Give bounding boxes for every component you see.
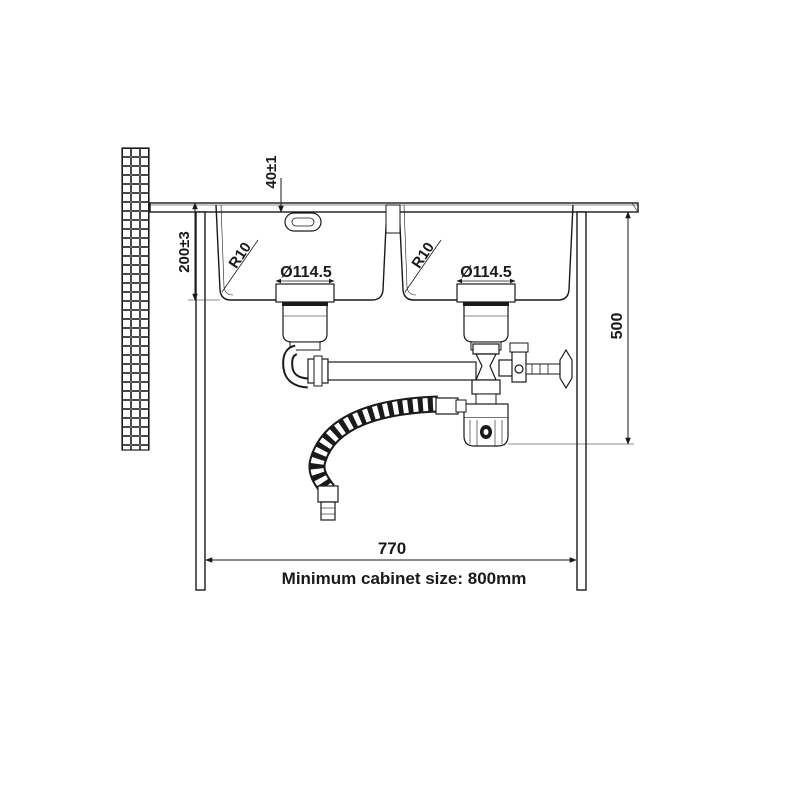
- cabinet-size-caption: Minimum cabinet size: 800mm: [282, 569, 527, 588]
- radius-right: R10: [404, 239, 442, 293]
- bottle-trap: [463, 403, 509, 447]
- overflow-branch: [498, 342, 573, 390]
- dimension-200-label: 200±3: [176, 231, 193, 273]
- dimension-200: 200±3: [176, 202, 220, 301]
- dimension-500: 500: [508, 211, 634, 445]
- bowl-divider: [385, 204, 401, 234]
- radius-right-label: R10: [409, 239, 438, 271]
- dimension-770-label: 770: [378, 539, 406, 558]
- outlet-hose: [308, 395, 467, 521]
- connecting-pipe: [282, 344, 477, 389]
- drain-diameter-right: Ø114.5: [456, 264, 516, 284]
- overflow-slot: [284, 212, 322, 232]
- drain-diameter-left: Ø114.5: [275, 264, 335, 284]
- radius-left-label: R10: [226, 239, 255, 271]
- cabinet-right-wall: [576, 211, 587, 591]
- drain-diameter-right-label: Ø114.5: [460, 264, 512, 281]
- drain-right: [456, 283, 516, 351]
- dimension-770: 770: [205, 539, 577, 563]
- dimension-40-label: 40±1: [263, 155, 280, 188]
- drain-left: [275, 283, 335, 351]
- drain-diameter-left-label: Ø114.5: [280, 264, 332, 281]
- tiled-wall: [121, 147, 150, 451]
- dimension-40: 40±1: [263, 155, 292, 213]
- cabinet-left-wall: [195, 211, 206, 591]
- dimension-500-label: 500: [609, 313, 626, 340]
- tee-junction: [471, 343, 501, 407]
- radius-left: R10: [221, 239, 259, 293]
